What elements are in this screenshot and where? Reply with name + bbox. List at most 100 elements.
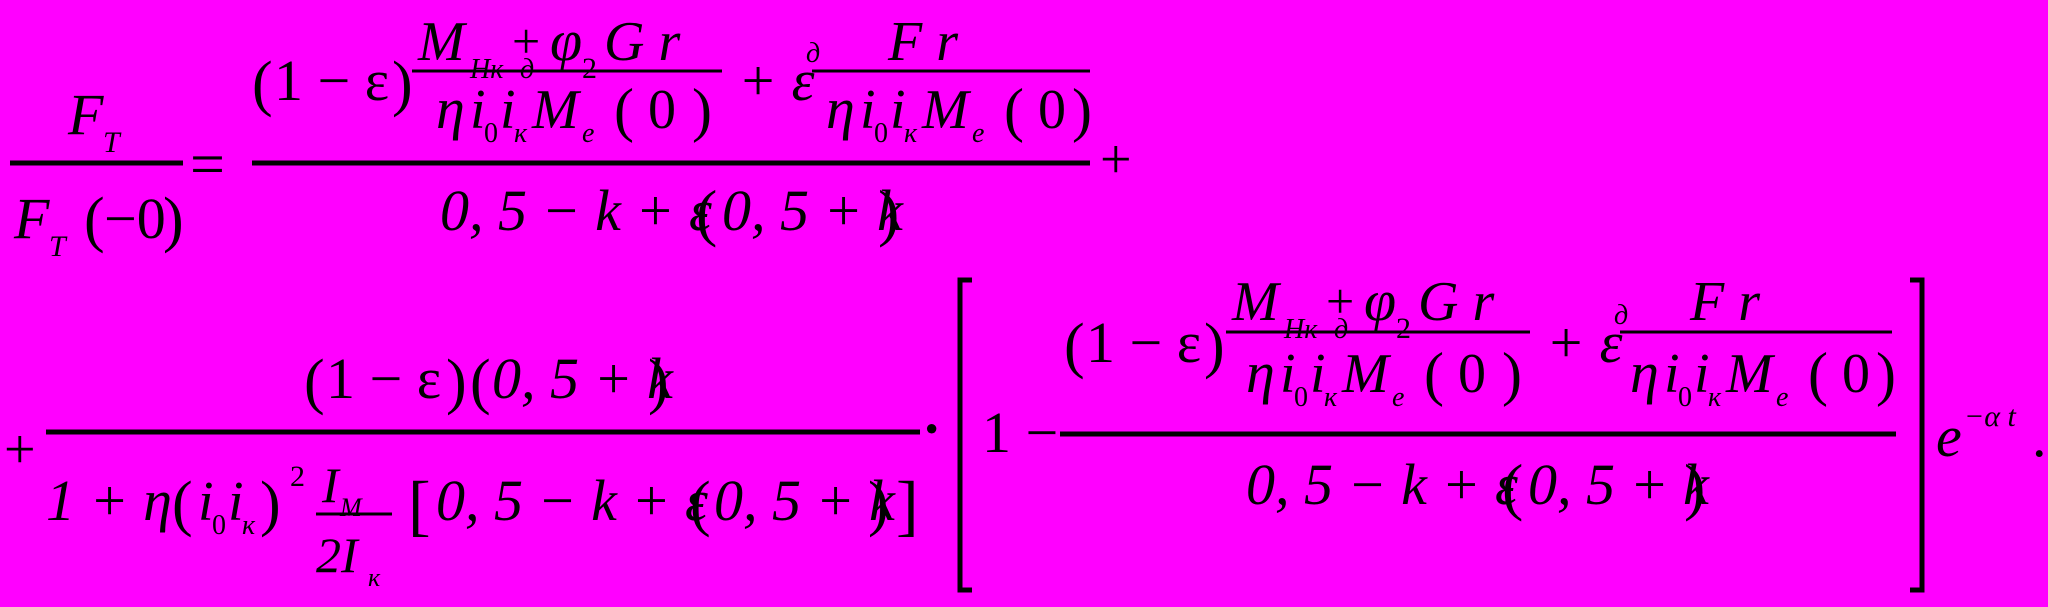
- t2-in-big-den: 0, 5 − k + ε: [1246, 452, 1518, 517]
- t2-den-frac-num: I: [321, 457, 341, 513]
- term1-big-den: 0, 5 − k + ε: [440, 178, 712, 243]
- t2-exp-e: e: [1936, 404, 1962, 469]
- frac1-den-arg: 0: [648, 79, 676, 141]
- term2: + ( 1 − ε ) ( 0, 5 + k ) 1 + η ( i 0 i к…: [4, 268, 2047, 593]
- t2-in-frac1-den-paren-close: ): [1502, 341, 1522, 407]
- t2-den-paren-open: (: [172, 470, 193, 538]
- frac2-den-i2: i: [890, 79, 906, 141]
- t2-in-frac2-den-M: M: [1725, 343, 1776, 405]
- t2-in-frac2-den-eta: η: [1630, 340, 1659, 405]
- t2-in-frac1-den-i-sub0: 0: [1294, 382, 1308, 413]
- frac1-den-eta: η: [436, 76, 465, 141]
- term1-plus-eps: + ε: [738, 48, 815, 113]
- frac2-den-M: M: [921, 79, 972, 141]
- t2-big-bracket-close: [1910, 277, 1925, 593]
- t2-in-plus-eps: + ε: [1546, 310, 1623, 375]
- t2-den-bracket-paren-open: (: [690, 470, 711, 538]
- t2-in-one-minus-eps: 1 − ε: [1086, 310, 1201, 375]
- term2-leading-plus: +: [4, 419, 36, 481]
- t2-in-frac2-den-i-sub0: 0: [1678, 382, 1692, 413]
- t2-in-frac1-num-rest: G r: [1418, 271, 1494, 333]
- t2-den-frac-den-sub: к: [368, 563, 381, 592]
- t2-period: .: [2032, 404, 2047, 469]
- t2-num-paren1-close: ): [446, 348, 467, 416]
- lhs-den-paren-open: (: [84, 186, 105, 254]
- frac2-num: F r: [887, 11, 958, 73]
- frac2-den-i-sub0: 0: [874, 118, 888, 149]
- t2-in-frac1-num-d: д: [1334, 314, 1348, 345]
- frac1-den-paren-open: (: [614, 77, 634, 143]
- t2-in-frac1-den-M-sub: е: [1392, 382, 1404, 413]
- equals-sign: =: [190, 131, 225, 199]
- t2-num-paren2-open: (: [470, 348, 491, 416]
- t2-in-frac1-num-phi: φ: [1364, 268, 1396, 333]
- lhs-fraction: F T F T ( −0 ): [10, 82, 184, 263]
- frac1-num-phi-sub: 2: [582, 52, 597, 85]
- t2-in-frac2-den-arg: 0: [1842, 343, 1870, 405]
- t2-in-frac2-den-paren-close: ): [1876, 341, 1896, 407]
- t2-in-frac2-den-i: i: [1664, 343, 1680, 405]
- lhs-den-arg: −0: [104, 186, 166, 251]
- t2-den-i-sub0: 0: [212, 510, 226, 541]
- t2-den-frac-num-sub: M: [339, 493, 363, 522]
- term1-big-den-arg: 0, 5 + k: [722, 178, 904, 243]
- t2-in-frac1-den-i-subk: к: [1324, 382, 1338, 413]
- lhs-num-sub: T: [103, 126, 122, 159]
- t2-den-i: i: [198, 471, 214, 533]
- frac1-den-paren-close: ): [692, 77, 712, 143]
- frac1-den-i-subk: к: [514, 118, 528, 149]
- t2-in-frac1-num-M-sub: Hк: [1283, 314, 1318, 345]
- term1-eps-sup-d: д: [806, 38, 820, 69]
- frac2-den-i-subk: к: [904, 118, 918, 149]
- t2-den-one-plus-eta: 1 + η: [46, 468, 172, 533]
- t2-exp-sup: −α t: [1964, 400, 2016, 433]
- t2-in-frac1-den-eta: η: [1246, 340, 1275, 405]
- t2-in-frac1-den-arg: 0: [1458, 343, 1486, 405]
- frac1-num-plus: +: [512, 13, 540, 69]
- frac2-den-eta: η: [826, 76, 855, 141]
- frac2-den-paren-close: ): [1072, 77, 1092, 143]
- lhs-den-paren-close: ): [163, 186, 184, 254]
- t2-in-frac1-num-M: M: [1231, 271, 1282, 333]
- frac2-den-arg: 0: [1038, 79, 1066, 141]
- frac1-den-M: M: [531, 79, 582, 141]
- t2-in-frac2-num: F r: [1689, 271, 1760, 333]
- t2-bracket-one-minus: 1 −: [982, 400, 1058, 465]
- t2-num-paren2-close: ): [648, 348, 669, 416]
- t2-num-factor1: 1 − ε: [326, 346, 441, 411]
- t2-in-big-den-paren-open: (: [1502, 451, 1523, 522]
- t2-in-paren-open: (: [1064, 312, 1085, 380]
- t2-in-big-den-paren-close: ): [1684, 451, 1705, 522]
- t2-in-frac2-den-paren-open: (: [1808, 341, 1828, 407]
- t2-in-frac1-den-M: M: [1341, 343, 1392, 405]
- t2-den-bracket-arg: 0, 5 + k: [714, 468, 896, 533]
- t2-in-frac2-den-i-subk: к: [1708, 382, 1722, 413]
- t2-in-frac1-den-i: i: [1280, 343, 1296, 405]
- t2-den-bracket: 0, 5 − k + ε: [436, 468, 708, 533]
- t2-in-eps-sup-d: д: [1614, 300, 1628, 331]
- t2-den-sq: 2: [290, 460, 305, 493]
- frac2-den-M-sub: е: [972, 118, 984, 149]
- t2-den-i2: i: [228, 471, 244, 533]
- t2-den-frac-den: 2I: [316, 527, 360, 583]
- t2-den-bracket-open: [: [408, 467, 431, 543]
- lhs-den-sub: T: [49, 230, 68, 263]
- frac1-den-M-sub: е: [582, 118, 594, 149]
- frac2-den-paren-open: (: [1004, 77, 1024, 143]
- t2-in-frac2-den-M-sub: е: [1776, 382, 1788, 413]
- term1-trailing-plus: +: [1100, 129, 1132, 191]
- frac1-den-i: i: [470, 79, 486, 141]
- term1: ( 1 − ε ) M Hк + д φ 2 G r η i 0 i к M е…: [252, 8, 1132, 248]
- lhs-den-F: F: [13, 186, 50, 251]
- t2-den-paren-close: ): [260, 470, 281, 538]
- lhs-num-F: F: [67, 82, 104, 147]
- frac1-num-phi: φ: [550, 8, 582, 73]
- frac1-num-rest: G r: [604, 11, 680, 73]
- t2-big-bracket-open: [957, 277, 972, 593]
- t2-den-bracket-close: ]: [896, 467, 919, 543]
- frac1-den-i-sub0: 0: [484, 118, 498, 149]
- term1-paren-close: ): [392, 50, 413, 118]
- term1-big-den-paren-close: ): [878, 177, 899, 248]
- term1-paren-open: (: [252, 50, 273, 118]
- t2-in-frac2-den-i2: i: [1694, 343, 1710, 405]
